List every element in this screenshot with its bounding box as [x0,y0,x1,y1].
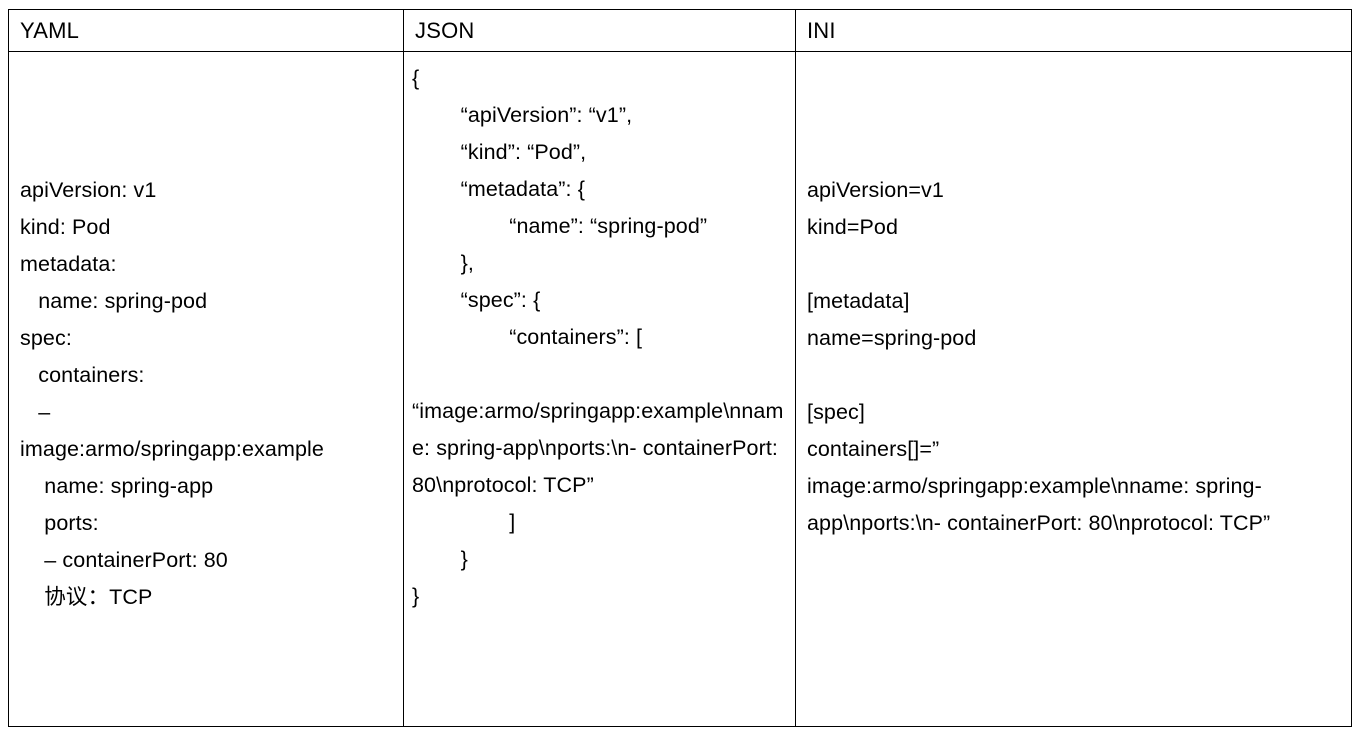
ini-code-block: apiVersion=v1 kind=Pod [metadata] name=s… [807,178,1271,535]
format-comparison-table: YAML JSON INI apiVersion: v1 kind: Pod m… [8,9,1352,727]
column-header-ini: INI [795,9,1352,52]
cell-json: { “apiVersion”: “v1”, “kind”: “Pod”, “me… [403,51,796,727]
table-body: apiVersion: v1 kind: Pod metadata: name:… [8,51,1352,727]
column-header-ini-label: INI [807,18,836,43]
json-code-block: { “apiVersion”: “v1”, “kind”: “Pod”, “me… [412,66,784,608]
column-header-yaml-label: YAML [20,18,80,43]
table: YAML JSON INI apiVersion: v1 kind: Pod m… [8,9,1352,727]
cell-yaml: apiVersion: v1 kind: Pod metadata: name:… [8,51,404,727]
table-header-row: YAML JSON INI [8,9,1352,52]
yaml-code-block: apiVersion: v1 kind: Pod metadata: name:… [20,178,324,609]
column-header-json: JSON [403,9,796,52]
table-header: YAML JSON INI [8,9,1352,52]
column-header-yaml: YAML [8,9,404,52]
column-header-json-label: JSON [415,18,475,43]
table-row: apiVersion: v1 kind: Pod metadata: name:… [8,51,1352,727]
cell-ini: apiVersion=v1 kind=Pod [metadata] name=s… [795,51,1352,727]
